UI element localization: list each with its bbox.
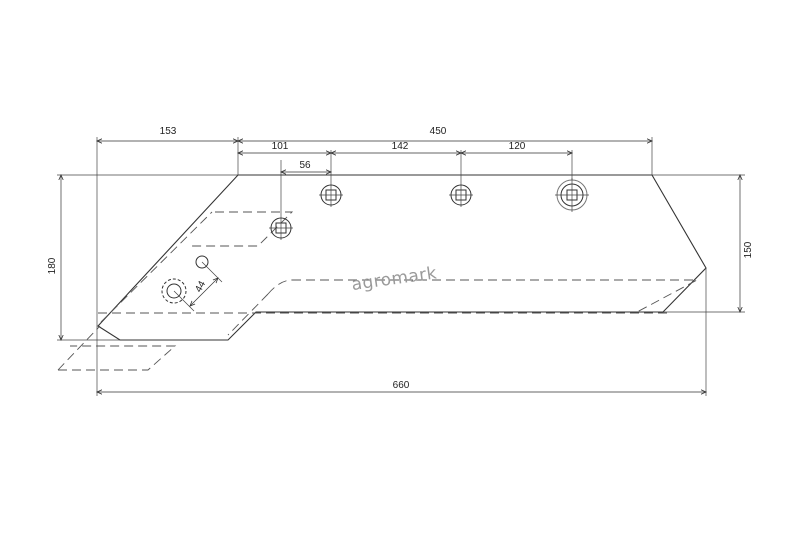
dim-56: 56 [299, 160, 311, 171]
hidden-lines [57, 211, 698, 371]
hole-round-small [195, 255, 209, 269]
watermark-logo: agromark [350, 263, 438, 295]
dimension-lines [61, 141, 740, 392]
dim-142: 142 [392, 141, 409, 152]
dim-150: 150 [743, 241, 754, 258]
dim-450: 450 [430, 126, 447, 137]
dim-101: 101 [272, 141, 289, 152]
dim-660: 660 [393, 380, 410, 391]
dim-44: 44 [193, 279, 208, 294]
dim-120: 120 [509, 141, 526, 152]
hole-round-large [161, 278, 187, 304]
dimension-labels: 153 450 101 142 120 56 180 150 660 44 [47, 126, 754, 391]
blade-outline [97, 174, 707, 341]
dim-153: 153 [160, 126, 177, 137]
dim-180: 180 [47, 257, 58, 274]
extension-lines [57, 137, 745, 396]
